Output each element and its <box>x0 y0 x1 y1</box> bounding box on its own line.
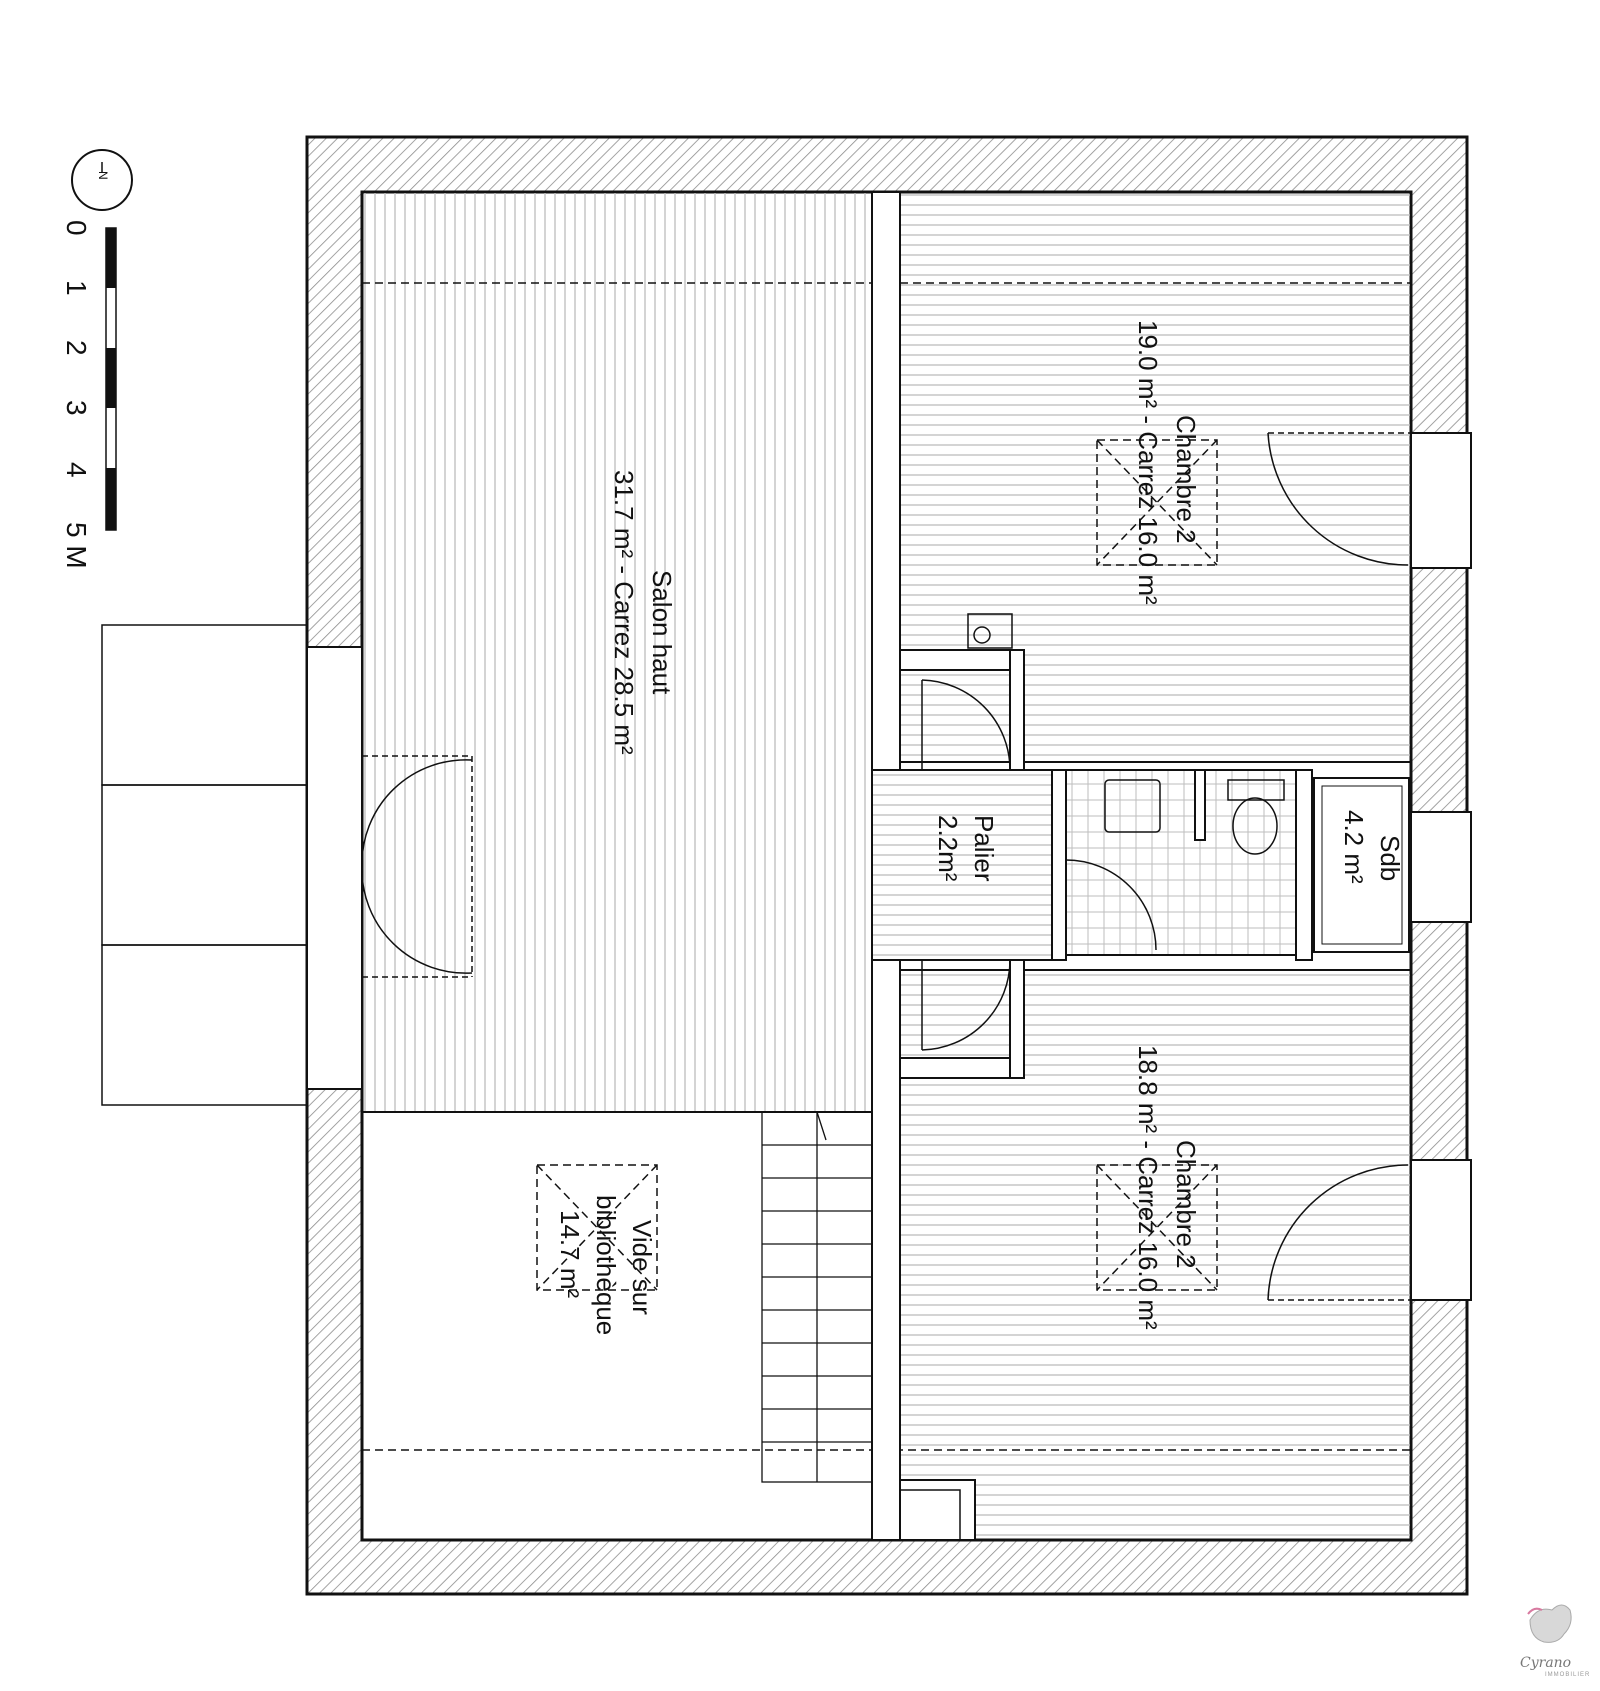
scale-bar <box>105 227 117 531</box>
chambre-bottom-name: Chambre 2 <box>1171 1140 1201 1269</box>
carrez-markers <box>536 439 1218 1291</box>
salon-name: Salon haut <box>647 570 677 695</box>
wc-floor <box>1059 769 1311 956</box>
cat-logo-icon: Cyrano IMMOBILIER <box>1520 1604 1590 1678</box>
balcony <box>101 624 308 1106</box>
palier-name: Palier <box>969 815 999 882</box>
scale-4: 4 <box>61 462 92 478</box>
chambre-top-label: Chambre 2 19.0 m² - Carrez 16.0 m² <box>1133 320 1201 605</box>
compass-label: N <box>96 171 110 180</box>
scale-labels: 0 1 2 3 4 5 M <box>61 220 92 569</box>
palier-area: 2.2m² <box>933 815 963 882</box>
logo-sub: IMMOBILIER <box>1545 1672 1590 1678</box>
palier-label: Palier 2.2m² <box>933 815 999 882</box>
sdb-label: Sdb 4.2 m² <box>1339 810 1405 884</box>
salon-label: Salon haut 31.7 m² - Carrez 28.5 m² <box>609 470 677 755</box>
sdb-name: Sdb <box>1375 835 1405 881</box>
sdb-room <box>1313 777 1410 953</box>
vide-line3: 14.7 m² <box>555 1210 585 1298</box>
vide-line2: bibliothèque <box>591 1195 621 1335</box>
chambre-bottom-label: Chambre 2 18.8 m² - Carrez 16.0 m² <box>1133 1045 1201 1330</box>
fixtures <box>899 613 1285 1541</box>
logo-name: Cyrano <box>1520 1655 1571 1671</box>
vide-label: Vide sur bibliothèque 14.7 m² <box>555 1195 657 1335</box>
salon-area: 31.7 m² - Carrez 28.5 m² <box>609 470 639 755</box>
staircase <box>761 1111 873 1483</box>
chambre-bottom-area: 18.8 m² - Carrez 16.0 m² <box>1133 1045 1163 1330</box>
scale-0: 0 <box>61 220 92 236</box>
north-arrow-icon: N <box>71 149 133 211</box>
scale-3: 3 <box>61 400 92 416</box>
chambre-top-name: Chambre 2 <box>1171 415 1201 544</box>
vide-line1: Vide sur <box>627 1220 657 1315</box>
chambre-top-area: 19.0 m² - Carrez 16.0 m² <box>1133 320 1163 605</box>
sdb-area: 4.2 m² <box>1339 810 1369 884</box>
scale-5: 5 M <box>61 522 92 569</box>
interior-walls <box>871 191 1313 1541</box>
scale-1: 1 <box>61 280 92 296</box>
scale-2: 2 <box>61 340 92 356</box>
door-swings <box>361 432 1411 1301</box>
